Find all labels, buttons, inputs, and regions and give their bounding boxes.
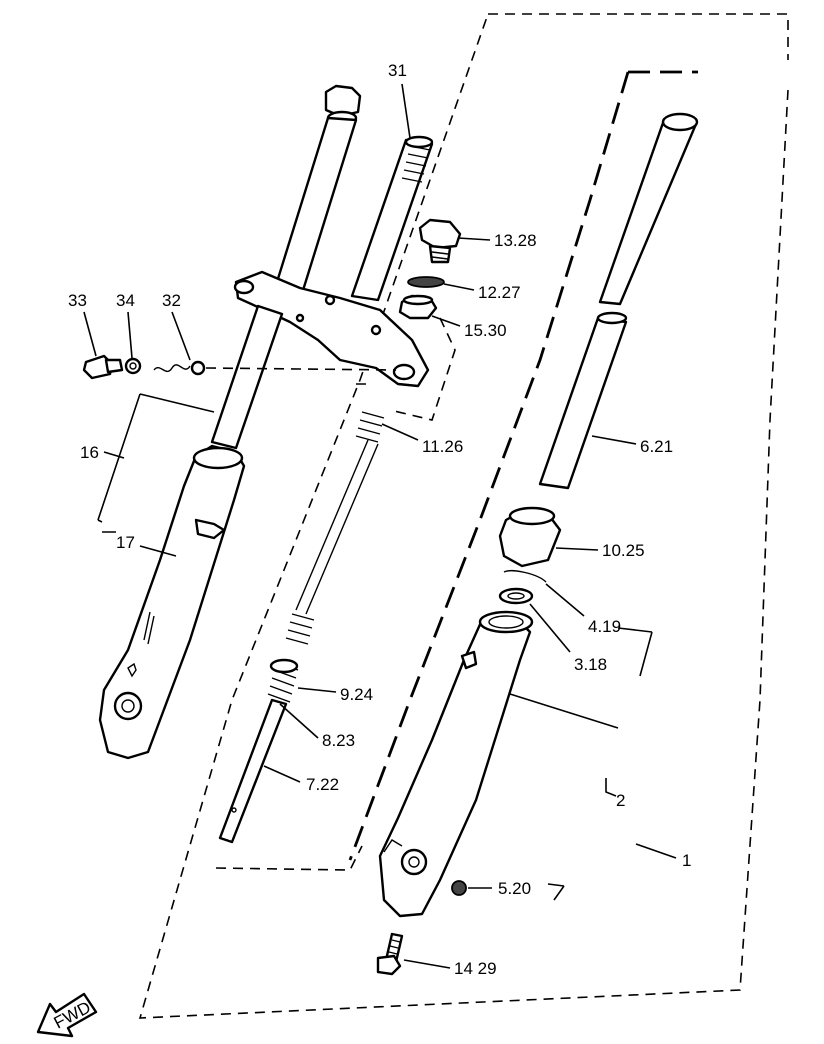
label-15-30: 15.30 — [464, 321, 507, 340]
assembly-boundary-outer — [138, 13, 789, 1019]
label-12-27: 12.27 — [478, 283, 521, 302]
label-9-24: 9.24 — [340, 685, 373, 704]
label-13-28: 13.28 — [494, 231, 537, 250]
label-33: 33 — [68, 291, 87, 310]
washer-5-20 — [451, 880, 467, 896]
assembled-fork-left — [98, 84, 434, 760]
label-8-23: 8.23 — [322, 731, 355, 750]
o-ring-12-27 — [407, 276, 445, 288]
label-6-21: 6.21 — [640, 437, 673, 456]
label-10-25: 10.25 — [602, 541, 645, 560]
washer-3-18 — [498, 587, 534, 605]
label-34: 34 — [116, 291, 135, 310]
inner-tube-6-21 — [538, 112, 699, 490]
spring-clip-32 — [153, 360, 206, 376]
bolt-14-29 — [376, 932, 404, 976]
label-4-19: 4.19 — [588, 617, 621, 636]
label-16: 16 — [80, 443, 99, 462]
washer-34 — [124, 357, 142, 375]
label-1: 1 — [682, 851, 691, 870]
label-31: 31 — [388, 61, 407, 80]
label-5-20: 5.20 — [498, 879, 531, 898]
part-labels: 31 13.28 12.27 15.30 33 34 32 16 17 11.2… — [68, 61, 691, 978]
label-11-26: 11.26 — [422, 437, 463, 456]
label-14-29: 14 29 — [454, 959, 497, 978]
assembly-boundary-tube — [389, 317, 456, 421]
label-17: 17 — [116, 533, 135, 552]
outer-tube-2 — [378, 610, 534, 918]
leader-lines — [83, 83, 677, 969]
label-2: 2 — [616, 791, 625, 810]
label-3-18: 3.18 — [574, 655, 607, 674]
label-32: 32 — [162, 291, 181, 310]
assembly-boundary-right — [348, 70, 698, 861]
label-7-22: 7.22 — [306, 775, 339, 794]
damper-rod-7-22 — [218, 658, 299, 844]
axis-line-32 — [205, 367, 397, 371]
fork-spring-11-26 — [285, 411, 385, 645]
rod-group-box — [215, 383, 366, 871]
bolt-33 — [82, 354, 124, 380]
cap-bolt-13-28 — [418, 218, 462, 264]
clip-4-19 — [503, 570, 547, 583]
spacer-15-30 — [398, 294, 438, 320]
fwd-arrow: FWD — [36, 992, 98, 1038]
oil-seal-10-25 — [498, 506, 562, 568]
